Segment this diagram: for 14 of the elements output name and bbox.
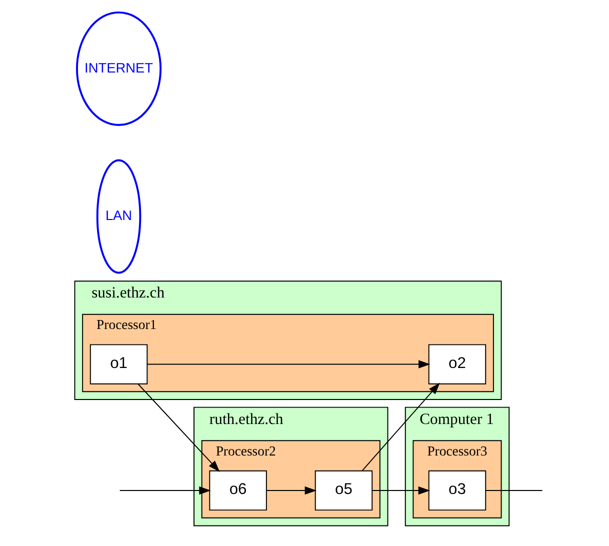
node-box: o6 bbox=[208, 470, 266, 511]
node-ellipse: LAN bbox=[96, 159, 141, 274]
arrow bbox=[118, 486, 210, 495]
node-box: o2 bbox=[428, 344, 486, 384]
arrow bbox=[146, 360, 430, 368]
node-ellipse: INTERNET bbox=[75, 11, 162, 126]
arrow bbox=[361, 382, 440, 472]
arrow bbox=[137, 384, 220, 472]
node-box: o3 bbox=[428, 470, 486, 511]
arrow bbox=[266, 486, 316, 495]
node-box: o5 bbox=[314, 470, 372, 511]
node-box: o1 bbox=[89, 344, 148, 384]
connector bbox=[484, 490, 542, 491]
arrow bbox=[371, 486, 430, 495]
